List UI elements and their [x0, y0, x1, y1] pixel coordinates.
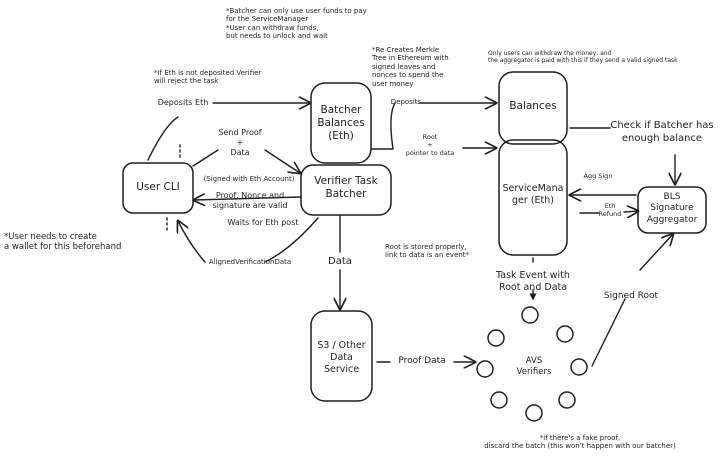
service-manager-box[interactable]: [498, 139, 568, 256]
verifier-node: [521, 306, 539, 324]
note-eth-not-deposited: *If Eth is not deposited Verifier will r…: [154, 69, 262, 86]
agg-sign-label: Agg Sign: [583, 172, 613, 180]
proof-valid-arrow: [194, 197, 302, 200]
user-cli-box[interactable]: [122, 162, 194, 214]
signed-root-line: [591, 298, 626, 367]
proof-data-label: Proof Data: [398, 356, 446, 366]
task-event-label: Task Event with Root and Data: [496, 270, 570, 293]
verifier-node: [476, 360, 494, 378]
data-label: Data: [328, 256, 352, 267]
aligned-verification-data-label: AlignedVerificationData: [208, 258, 292, 266]
batcher-balances-label: Batcher Balances (Eth): [317, 104, 365, 143]
verifier-task-batcher-box[interactable]: [300, 164, 392, 216]
note-only-users-withdraw: Only users can withdraw the money, and t…: [488, 50, 678, 65]
eth-refund-arrow: [623, 211, 638, 212]
avs-verifier-nodes: [476, 306, 588, 422]
root-pointer-label: Root + pointer to data: [405, 133, 455, 158]
verifier-node: [490, 391, 508, 409]
verifier-node: [556, 325, 574, 343]
user-cli-label: User CLI: [136, 181, 180, 193]
balances-box[interactable]: [498, 71, 568, 145]
verifier-node: [558, 391, 576, 409]
note-batcher-funds: *Batcher can only use user funds to pay …: [226, 7, 367, 41]
signed-with-eth-label: (Signed with Eth Account): [203, 175, 295, 183]
verifier-node: [570, 358, 588, 376]
merkle-connector: [371, 102, 396, 150]
note-fake-proof: *if there's a fake proof, discard the ba…: [484, 434, 676, 451]
proof-nonce-valid-label: Proof, Nonce and signature are valid: [212, 191, 288, 210]
verifier-node: [487, 329, 505, 347]
s3-data-service-label: S3 / Other Data Service: [317, 340, 366, 375]
signed-root-label: Signed Root: [603, 291, 659, 301]
avs-verifiers-label: AVS Verifiers: [516, 356, 552, 377]
note-user-wallet: *User needs to create a wallet for this …: [4, 232, 122, 253]
service-manager-label: ServiceMana ger (Eth): [502, 183, 564, 206]
deposits-label: Deposits: [390, 98, 422, 106]
deposits-eth-connector: [147, 116, 179, 161]
eth-refund-label: Eth Refund: [598, 202, 622, 219]
send-proof-arrow: [264, 149, 300, 173]
aligned-data-line: [264, 217, 319, 263]
note-root-stored: Root is stored properly, link to data is…: [385, 243, 470, 260]
signed-root-arrow: [639, 234, 673, 271]
s3-data-service-box[interactable]: [310, 310, 373, 402]
send-proof-line: [192, 149, 219, 167]
verifier-task-batcher-label: Verifier Task Batcher: [314, 175, 378, 201]
verifier-node: [525, 404, 543, 422]
aligned-data-arrow: [178, 221, 206, 263]
bls-aggregator-label: BLS Signature Aggregator: [646, 192, 698, 225]
balances-label: Balances: [509, 100, 557, 112]
send-proof-data-label: Send Proof + Data: [218, 128, 262, 157]
batcher-balances-box[interactable]: [310, 82, 372, 164]
deposits-eth-label: Deposits Eth: [157, 98, 209, 107]
note-recreates-merkle: *Re Creates Merkle Tree in Ethereum with…: [372, 46, 449, 88]
check-batcher-balance-label: Check if Batcher has enough balance: [610, 120, 714, 144]
waits-for-eth-post-label: Waits for Eth post: [227, 218, 299, 227]
